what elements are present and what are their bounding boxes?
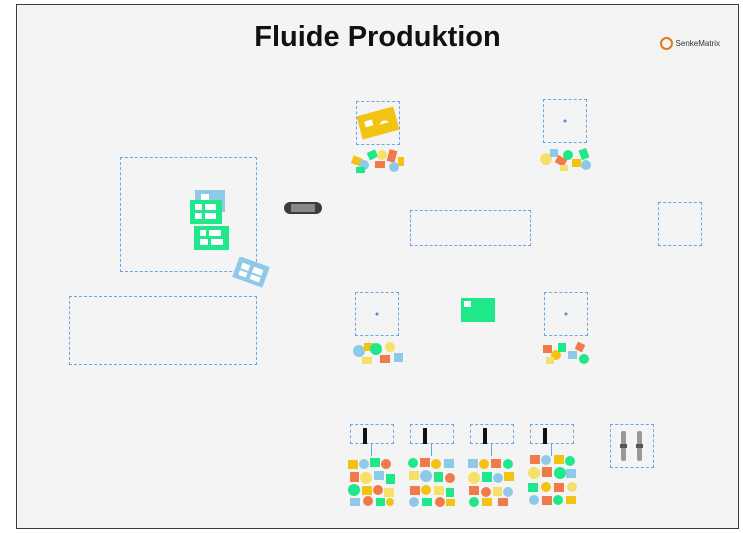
feeder-slot[interactable]: [530, 424, 574, 444]
parts-pile-large: [528, 455, 577, 505]
drop-zone-top-center[interactable]: [356, 101, 400, 145]
bracket-rod-icon: [636, 431, 643, 461]
connector-line: [491, 444, 492, 456]
connector-line: [431, 444, 432, 456]
zone-marker: [375, 312, 379, 316]
zone-marker: [563, 119, 567, 123]
logo-text: SenkeMatrix: [675, 39, 720, 48]
drop-zone-top-right[interactable]: [543, 99, 587, 143]
yellow-card-piece[interactable]: [354, 105, 402, 141]
page-title: Fluide Produktion: [254, 21, 501, 53]
parts-pile-large: [348, 458, 395, 506]
green-block-piece[interactable]: [460, 297, 496, 323]
connector-line: [371, 444, 372, 456]
parts-pile: [350, 149, 404, 173]
parts-pile-large: [408, 458, 455, 507]
feeder-slot[interactable]: [350, 424, 394, 444]
drop-zone-wide-left[interactable]: [69, 296, 257, 365]
drop-zone-right[interactable]: [658, 202, 702, 246]
feeder-slot[interactable]: [410, 424, 454, 444]
bracket-zone[interactable]: [610, 424, 654, 468]
drop-zone-lower-left[interactable]: [355, 292, 399, 336]
drop-zone-large-left[interactable]: [120, 157, 257, 272]
loose-blue-frame[interactable]: [231, 257, 273, 289]
parts-pile: [353, 342, 403, 364]
feeder-slot[interactable]: [470, 424, 514, 444]
parts-pile: [540, 147, 591, 171]
drop-zone-middle[interactable]: [410, 210, 531, 246]
stacked-parts[interactable]: [187, 188, 237, 253]
zone-marker: [564, 312, 568, 316]
parts-pile: [543, 341, 589, 364]
bracket-rod-icon: [620, 431, 627, 461]
parts-pile-large: [468, 459, 514, 507]
game-board: Fluide Produktion SenkeMatrix: [16, 4, 739, 529]
connector-line: [551, 444, 552, 456]
logo: SenkeMatrix: [659, 37, 720, 50]
green-frame-piece: [194, 226, 229, 250]
drop-zone-lower-right[interactable]: [544, 292, 588, 336]
logo-ring-icon: [659, 37, 673, 50]
green-frame-piece: [190, 200, 222, 224]
roller-icon[interactable]: [282, 201, 324, 215]
